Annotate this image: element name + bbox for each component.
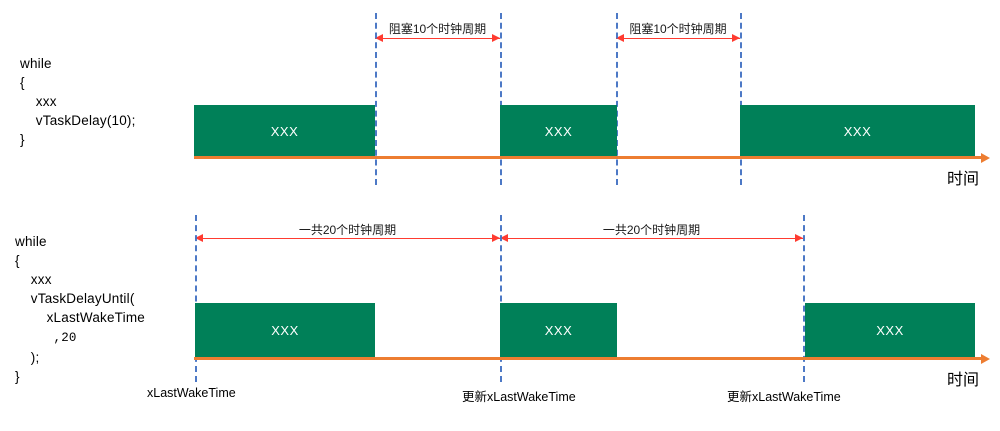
row2-task-block-2: XXX (500, 303, 617, 358)
row2-task-block-1: XXX (195, 303, 375, 358)
row1-code-line-4: vTaskDelay(10); (20, 113, 136, 128)
row1-measure-label-1: 阻塞10个时钟周期 (388, 22, 487, 36)
row2-measure-line-1 (195, 238, 500, 239)
row2-code-snippet: while { xxx vTaskDelayUntil( xLastWakeTi… (15, 232, 145, 386)
row1-measure-line-2 (616, 38, 740, 39)
row2-code-line-2: { (15, 253, 20, 268)
row2-marker-line-1 (195, 215, 197, 382)
row1-measure-arrow-right-1 (492, 33, 500, 42)
row1-code-line-5: } (20, 132, 25, 147)
row2-marker-line-2 (500, 215, 502, 382)
row1-task-block-3: XXX (740, 105, 975, 157)
row2-measure-arrow-left-1 (195, 233, 203, 242)
row2-tick-label-2: 更新xLastWakeTime (462, 390, 576, 404)
row2-time-axis (194, 357, 983, 360)
row1-marker-line-3 (616, 13, 618, 185)
row2-measure-arrow-left-2 (500, 233, 508, 242)
row1-code-line-3: xxx (20, 94, 57, 109)
row2-code-line-4: vTaskDelayUntil( (15, 291, 135, 306)
row2-code-line-6: ,20 (15, 331, 77, 345)
row2-measure-label-2: 一共20个时钟周期 (602, 223, 701, 237)
row2-marker-line-3 (803, 215, 805, 382)
row1-time-axis (194, 156, 983, 159)
row1-measure-arrow-left-1 (375, 33, 383, 42)
row1-measure-label-2: 阻塞10个时钟周期 (629, 22, 727, 36)
row1-measure-arrow-left-2 (616, 33, 624, 42)
row2-code-line-5: xLastWakeTime (15, 310, 145, 325)
row2-code-line-7: ); (15, 350, 40, 365)
row1-time-axis-arrowhead (981, 152, 990, 163)
row2-task-block-3: XXX (805, 303, 975, 358)
row1-task-block-2: XXX (500, 105, 617, 157)
row2-tick-label-1: xLastWakeTime (147, 386, 236, 400)
row2-measure-line-2 (500, 238, 803, 239)
row2-measure-arrow-right-2 (795, 233, 803, 242)
row1-measure-arrow-right-2 (732, 33, 740, 42)
row2-code-line-1: while (15, 234, 47, 249)
row1-marker-line-4 (740, 13, 742, 185)
row1-task-block-1: XXX (194, 105, 375, 157)
row2-time-axis-arrowhead (981, 353, 990, 364)
row2-tick-label-3: 更新xLastWakeTime (727, 390, 841, 404)
row1-marker-line-1 (375, 13, 377, 185)
row1-code-line-1: while (20, 56, 52, 71)
row2-axis-label: 时间 (947, 372, 980, 389)
row2-code-line-3: xxx (15, 272, 52, 287)
row2-measure-arrow-right-1 (492, 233, 500, 242)
row1-code-line-2: { (20, 75, 25, 90)
row2-measure-label-1: 一共20个时钟周期 (298, 223, 397, 237)
row1-measure-line-1 (375, 38, 500, 39)
row2-code-line-8: } (15, 369, 20, 384)
row1-axis-label: 时间 (947, 171, 980, 188)
row1-code-snippet: while { xxx vTaskDelay(10); } (20, 54, 136, 149)
row1-marker-line-2 (500, 13, 502, 185)
